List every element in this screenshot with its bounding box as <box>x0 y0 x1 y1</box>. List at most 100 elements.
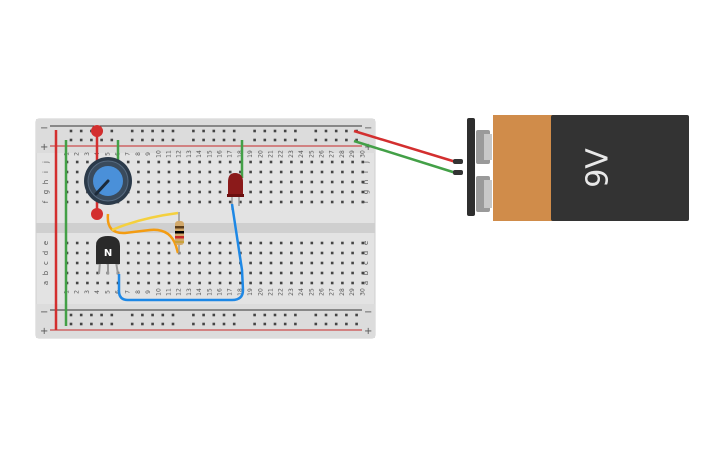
hole[interactable] <box>341 200 344 204</box>
hole[interactable] <box>147 180 150 184</box>
hole[interactable] <box>212 138 216 142</box>
hole[interactable] <box>75 200 79 204</box>
hole[interactable] <box>351 170 354 174</box>
hole[interactable] <box>290 190 293 194</box>
hole[interactable] <box>320 160 324 164</box>
hole[interactable] <box>341 190 344 194</box>
transistor[interactable] <box>96 236 120 275</box>
hole[interactable] <box>198 170 201 174</box>
hole[interactable] <box>188 251 191 255</box>
hole[interactable] <box>147 190 150 194</box>
hole[interactable] <box>137 271 140 275</box>
hole[interactable] <box>141 313 144 317</box>
hole[interactable] <box>188 180 191 184</box>
hole[interactable] <box>218 180 222 184</box>
hole[interactable] <box>126 251 130 255</box>
hole[interactable] <box>198 241 201 245</box>
hole[interactable] <box>351 261 354 265</box>
hole[interactable] <box>259 190 263 194</box>
hole[interactable] <box>273 322 277 326</box>
hole[interactable] <box>147 160 150 164</box>
hole[interactable] <box>361 261 365 265</box>
hole[interactable] <box>273 129 277 133</box>
hole[interactable] <box>310 180 314 184</box>
hole[interactable] <box>320 251 324 255</box>
hole[interactable] <box>157 271 161 275</box>
hole[interactable] <box>269 190 273 194</box>
hole[interactable] <box>90 322 93 326</box>
hole[interactable] <box>330 190 334 194</box>
hole[interactable] <box>151 129 154 133</box>
hole[interactable] <box>208 251 212 255</box>
hole[interactable] <box>294 322 297 326</box>
hole[interactable] <box>212 322 216 326</box>
hole[interactable] <box>263 138 267 142</box>
hole[interactable] <box>167 241 171 245</box>
hole[interactable] <box>198 261 201 265</box>
hole[interactable] <box>351 160 354 164</box>
hole[interactable] <box>351 281 354 285</box>
hole[interactable] <box>310 170 314 174</box>
hole[interactable] <box>279 261 283 265</box>
hole[interactable] <box>310 200 314 204</box>
hole[interactable] <box>208 160 212 164</box>
hole[interactable] <box>208 281 212 285</box>
hole[interactable] <box>167 190 171 194</box>
hole[interactable] <box>202 322 205 326</box>
hole[interactable] <box>126 241 130 245</box>
hole[interactable] <box>171 129 175 133</box>
hole[interactable] <box>90 313 93 317</box>
hole[interactable] <box>137 261 140 265</box>
hole[interactable] <box>228 281 232 285</box>
hole[interactable] <box>351 271 354 275</box>
hole[interactable] <box>130 129 134 133</box>
hole[interactable] <box>147 251 150 255</box>
hole[interactable] <box>130 138 134 142</box>
hole[interactable] <box>330 170 334 174</box>
hole[interactable] <box>157 190 161 194</box>
hole[interactable] <box>198 180 201 184</box>
hole[interactable] <box>351 251 354 255</box>
hole[interactable] <box>361 160 365 164</box>
hole[interactable] <box>259 170 263 174</box>
hole[interactable] <box>157 261 161 265</box>
hole[interactable] <box>283 138 287 142</box>
hole[interactable] <box>249 241 252 245</box>
hole[interactable] <box>218 241 222 245</box>
hole[interactable] <box>253 313 256 317</box>
hole[interactable] <box>320 271 324 275</box>
hole[interactable] <box>320 281 324 285</box>
hole[interactable] <box>263 129 267 133</box>
hole[interactable] <box>269 160 273 164</box>
hole[interactable] <box>177 160 181 164</box>
hole[interactable] <box>269 200 273 204</box>
hole[interactable] <box>259 160 263 164</box>
hole[interactable] <box>86 281 89 285</box>
hole[interactable] <box>269 170 273 174</box>
hole[interactable] <box>147 281 150 285</box>
hole[interactable] <box>290 170 293 174</box>
hole[interactable] <box>147 241 150 245</box>
hole[interactable] <box>279 160 283 164</box>
hole[interactable] <box>157 251 161 255</box>
hole[interactable] <box>137 170 140 174</box>
hole[interactable] <box>208 200 212 204</box>
hole[interactable] <box>314 322 318 326</box>
hole[interactable] <box>300 251 303 255</box>
hole[interactable] <box>228 271 232 275</box>
hole[interactable] <box>330 180 334 184</box>
hole[interactable] <box>228 261 232 265</box>
hole[interactable] <box>279 190 283 194</box>
hole[interactable] <box>249 160 252 164</box>
hole[interactable] <box>157 180 161 184</box>
hole[interactable] <box>239 241 242 245</box>
hole[interactable] <box>126 261 130 265</box>
hole[interactable] <box>320 261 324 265</box>
hole[interactable] <box>263 313 267 317</box>
hole[interactable] <box>228 160 232 164</box>
hole[interactable] <box>218 200 222 204</box>
hole[interactable] <box>75 281 79 285</box>
hole[interactable] <box>218 190 222 194</box>
hole[interactable] <box>330 200 334 204</box>
hole[interactable] <box>126 200 130 204</box>
